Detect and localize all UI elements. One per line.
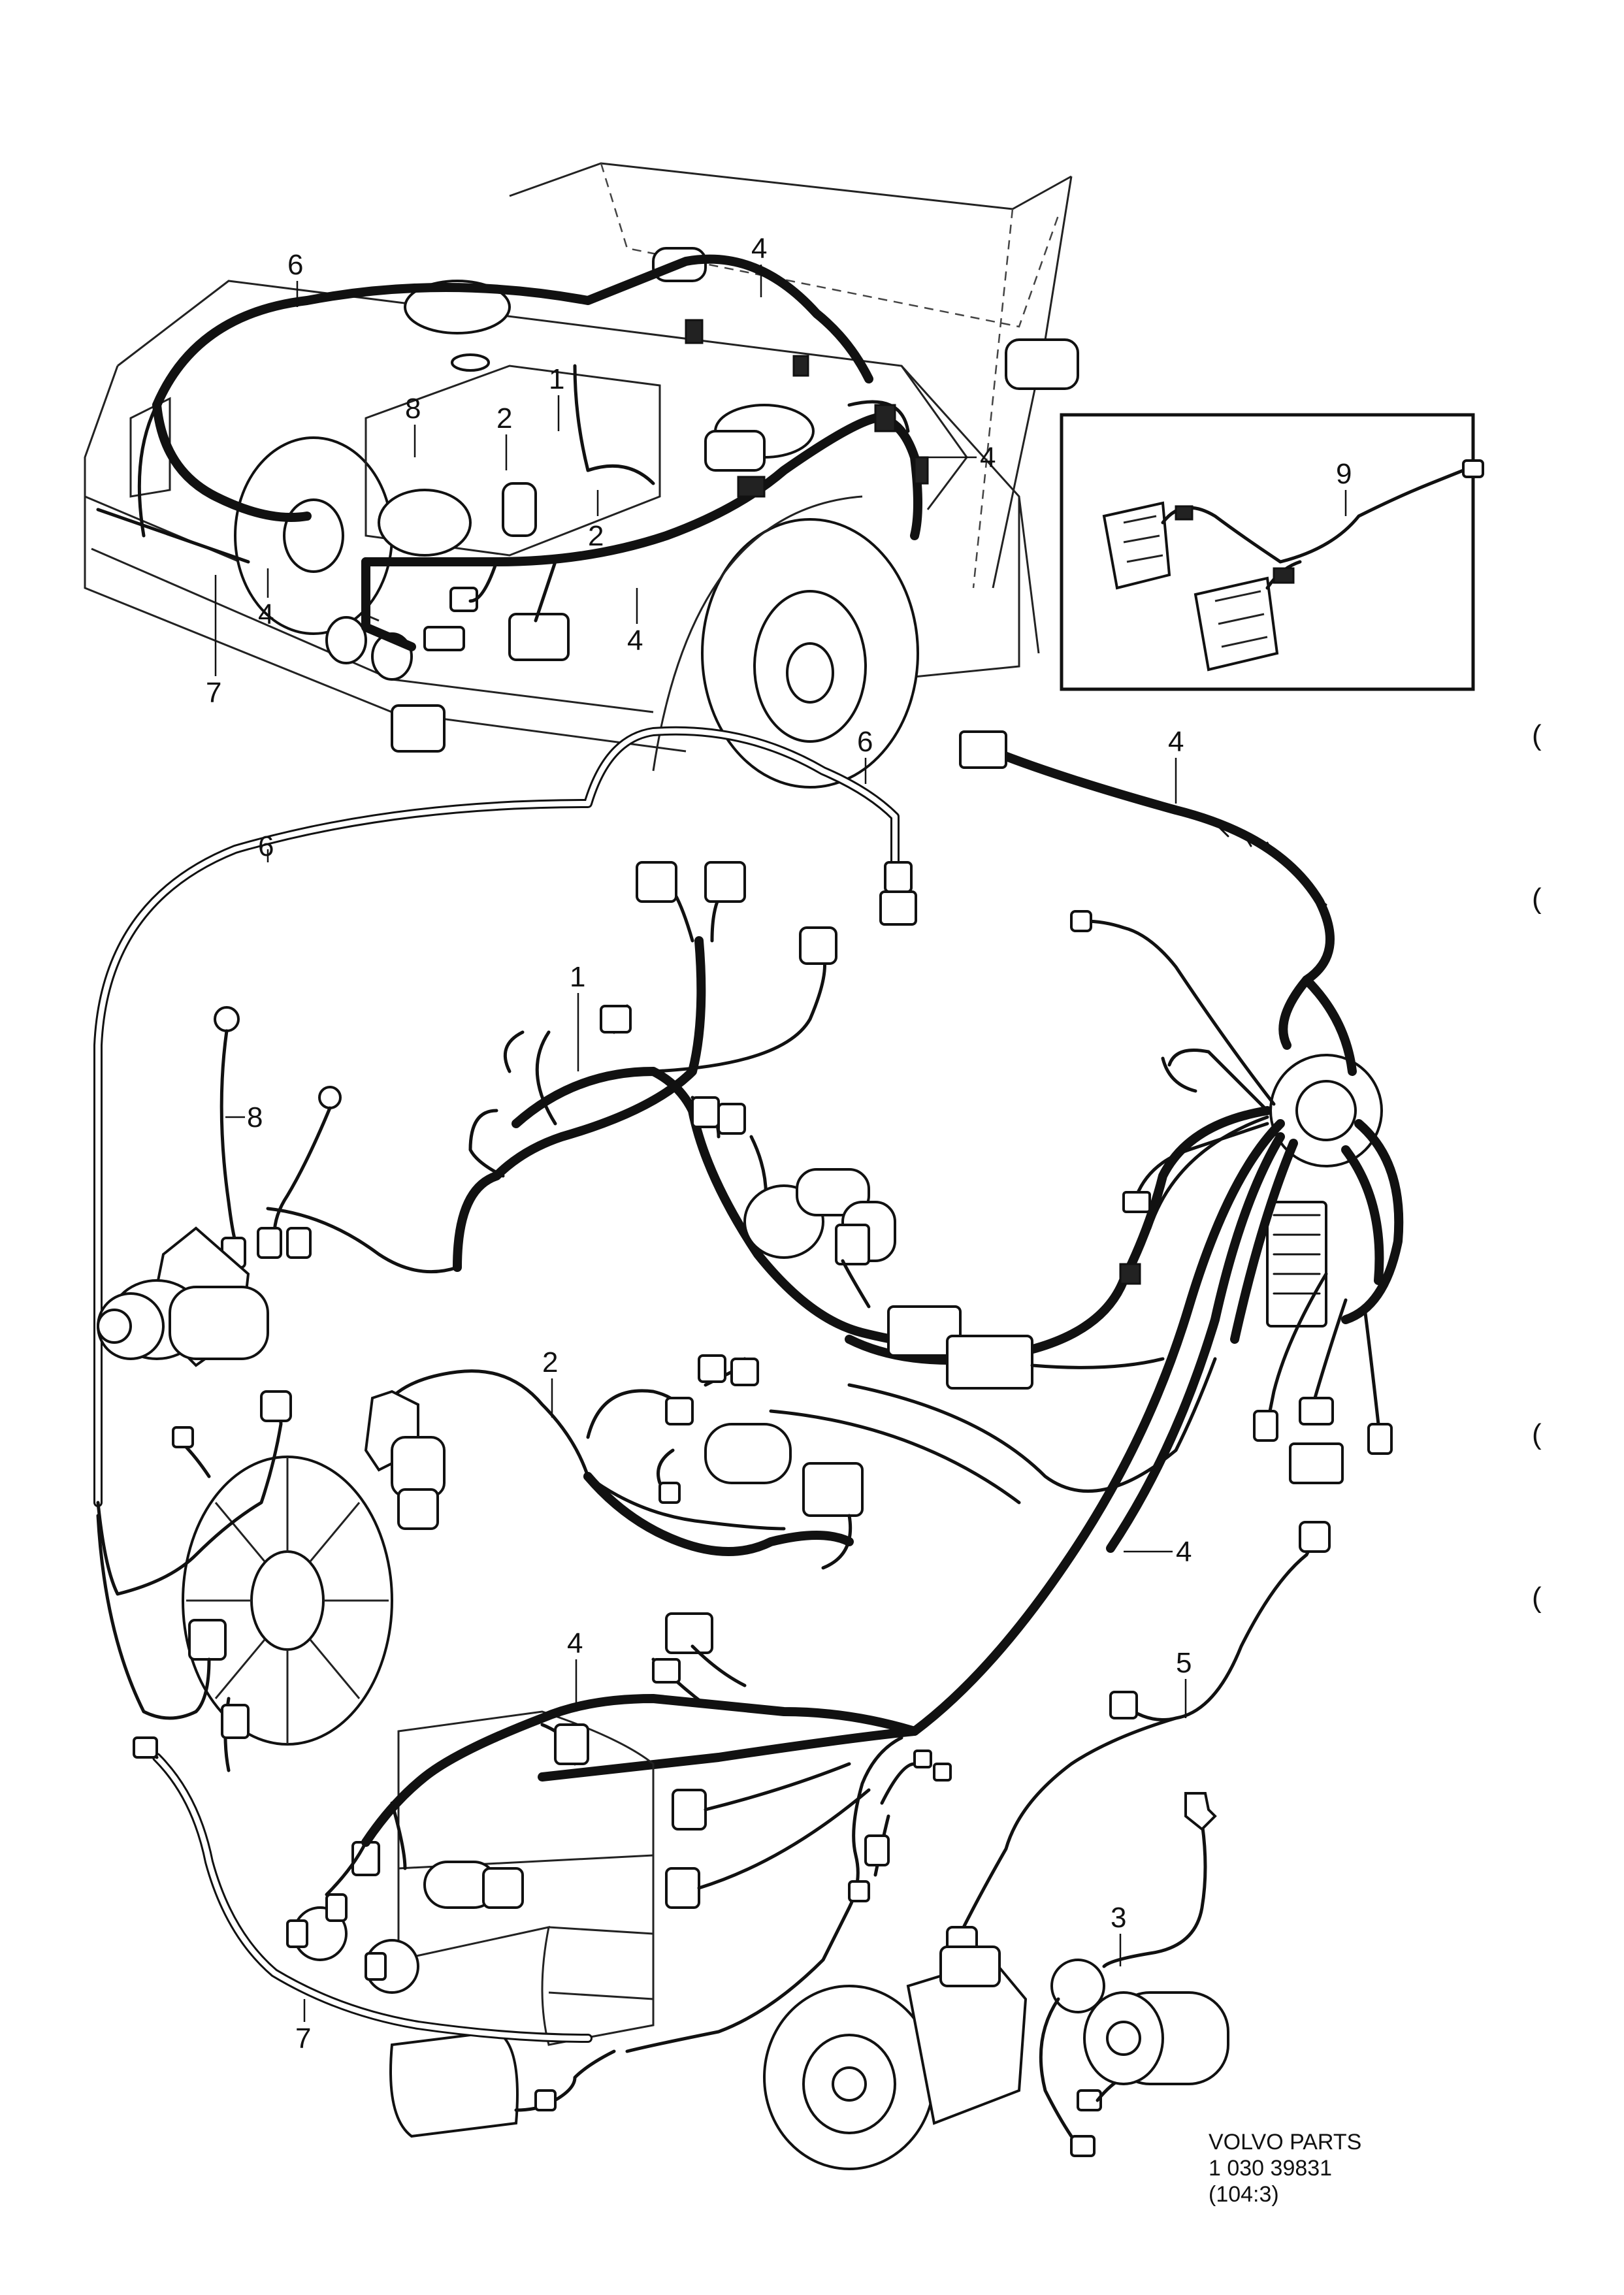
reference-code: (104:3): [1209, 2182, 1279, 2207]
callout-3: 3: [1111, 1902, 1126, 1934]
margin-marks: ( ( ( (: [1532, 719, 1542, 1614]
pressure-switch-icon: [1184, 1792, 1217, 1831]
car-overview: [84, 162, 1079, 789]
connector-top-icon: [959, 730, 1007, 769]
callout-4-top-right: 4: [1168, 726, 1184, 758]
callout-4-car-lower: 4: [627, 625, 643, 657]
harness-6-connector-icon: [884, 861, 913, 893]
callout-8-car: 8: [405, 393, 421, 425]
strut-top-icon: [404, 280, 511, 334]
margin-mark-2: (: [1532, 883, 1542, 915]
callout-5: 5: [1176, 1647, 1192, 1679]
inset-fog-lights: 9: [1060, 413, 1484, 691]
callout-4-headlight: 4: [567, 1627, 583, 1659]
reference-number: 1 030 39831: [1209, 2156, 1332, 2181]
reference-block: VOLVO PARTS 1 030 39831 (104:3): [1209, 2130, 1361, 2207]
callout-1-car: 1: [549, 363, 564, 395]
callout-9: 9: [1336, 458, 1352, 490]
relay-socket-icon: [1289, 1442, 1344, 1484]
callout-4-car-left: 4: [258, 598, 274, 630]
connector-block-a-icon: [887, 1305, 962, 1357]
mirror-icon: [1005, 338, 1079, 390]
car-callouts: 6 4 8 2 2 1 4 4 4 7: [206, 233, 996, 709]
harness-5-connector-top-icon: [1299, 1521, 1331, 1553]
connector-block-b-icon: [946, 1335, 1033, 1390]
connector-1a-icon: [636, 861, 677, 903]
grommet-3-icon: [1050, 1959, 1105, 2013]
callout-6-car: 6: [287, 249, 303, 281]
alternator-icon: [378, 489, 472, 557]
exploded-callouts: 6 4 6 1 8 2 4 4 5 3 7: [225, 726, 1192, 2055]
callout-6-left: 6: [258, 830, 274, 862]
margin-mark-4: (: [1532, 1582, 1542, 1614]
margin-mark-1: (: [1532, 719, 1542, 751]
fog-lamp-right-icon: [1194, 576, 1279, 672]
fog-light-icon: [391, 704, 446, 753]
reference-brand: VOLVO PARTS: [1209, 2130, 1361, 2155]
exploded-harness: [93, 726, 1404, 2170]
callout-4-car-right: 4: [980, 442, 996, 474]
margin-mark-3: (: [1532, 1418, 1542, 1450]
callout-2-car-b: 2: [588, 520, 604, 552]
callout-2-car-a: 2: [496, 402, 512, 434]
callout-1-centre: 1: [570, 961, 585, 993]
callout-2-lower: 2: [542, 1346, 558, 1378]
callout-6-right: 6: [857, 726, 873, 758]
connector-block-c-icon: [802, 1462, 864, 1517]
callout-7-lower: 7: [295, 2023, 311, 2055]
ignition-coil-icon: [704, 1423, 792, 1484]
ring-terminal-icon: [214, 1006, 240, 1032]
fog-lamp-left-icon: [1102, 501, 1171, 590]
callout-8-lower: 8: [247, 1101, 263, 1133]
fog-light-lower-icon: [389, 2030, 519, 2138]
coil-icon: [502, 482, 537, 537]
control-unit-icon: [1266, 1201, 1327, 1327]
callout-4-right-lower: 4: [1176, 1536, 1192, 1568]
callout-4-car-top: 4: [751, 233, 767, 265]
callout-7-car: 7: [206, 677, 221, 709]
